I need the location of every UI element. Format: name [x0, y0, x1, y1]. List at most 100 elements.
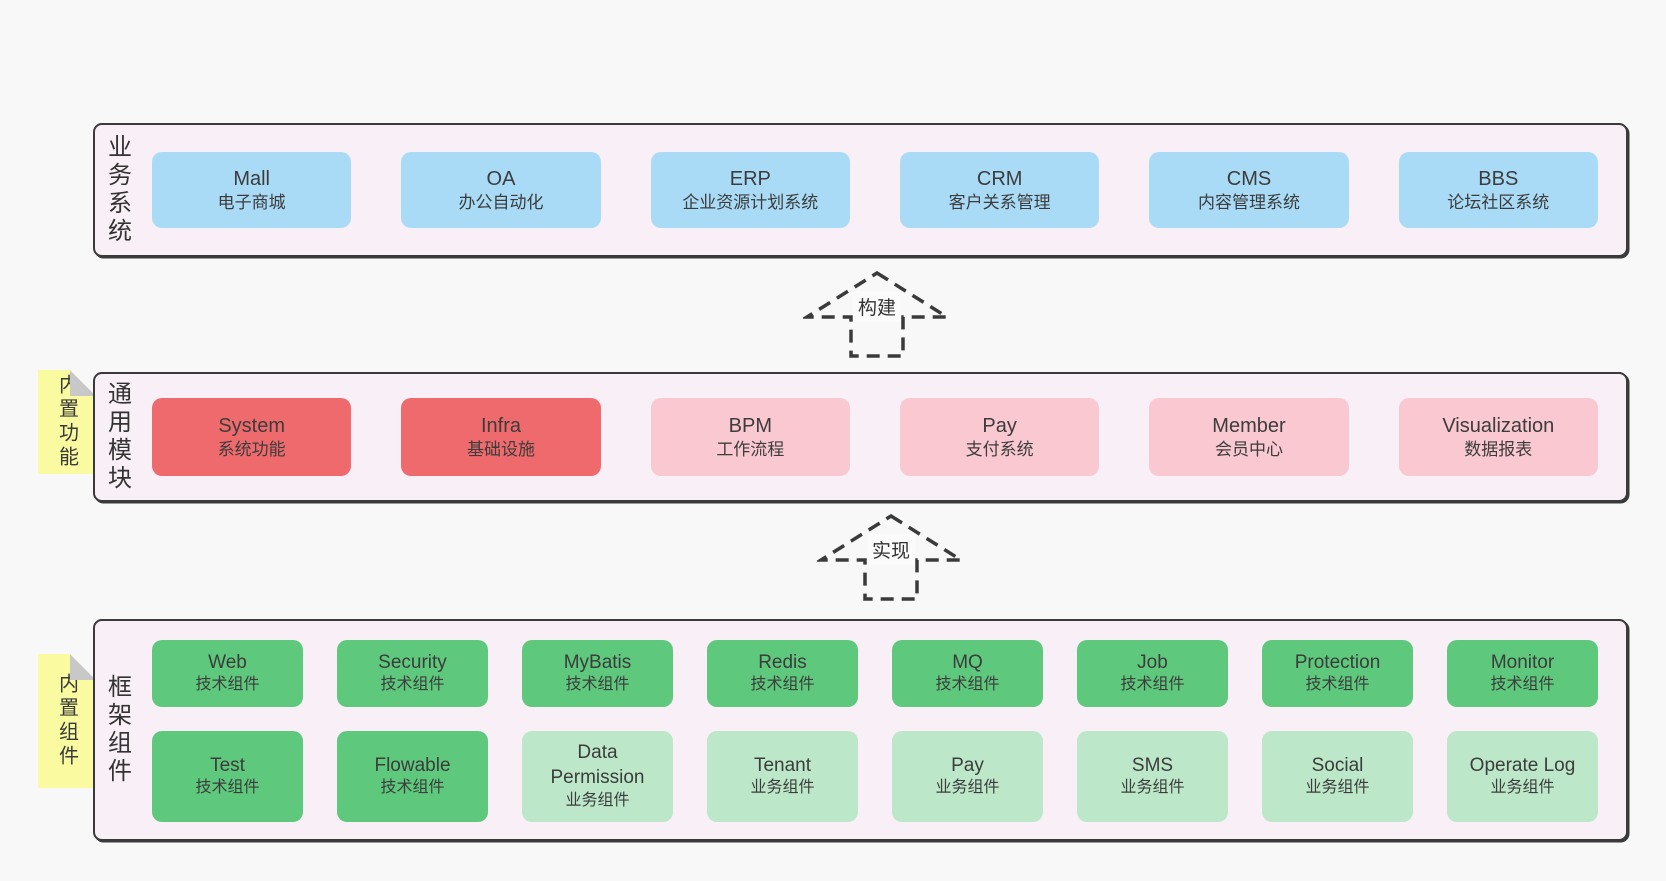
- box-crm: CRM 客户关系管理: [899, 152, 1100, 228]
- box-data-permission-zh: 业务组件: [565, 791, 630, 809]
- box-data-permission-en: Data Permission: [550, 742, 645, 788]
- box-member-en: Member: [1212, 414, 1286, 437]
- box-pay-component-zh: 业务组件: [935, 779, 1000, 797]
- dashed-up-arrow-icon: [803, 271, 951, 358]
- box-monitor-zh: 技术组件: [1490, 676, 1555, 694]
- box-member-zh: 会员中心: [1214, 439, 1283, 459]
- box-infra-zh: 基础设施: [466, 439, 535, 459]
- box-redis-en: Redis: [758, 651, 807, 673]
- box-system-zh: 系统功能: [217, 439, 286, 459]
- box-protection: Protection 技术组件: [1262, 640, 1413, 707]
- box-sms: SMS 业务组件: [1077, 730, 1228, 822]
- business-boxes: Mall 电子商城 OA 办公自动化 ERP 企业资源计划系统 CRM 客户关系…: [139, 125, 1626, 255]
- box-security-en: Security: [378, 651, 447, 673]
- dashed-up-arrow-icon: [817, 514, 965, 601]
- box-redis-zh: 技术组件: [750, 676, 815, 694]
- box-member: Member 会员中心: [1149, 398, 1349, 476]
- sticky-note-built-in-features: 内置功能: [38, 370, 96, 474]
- box-bpm-en: BPM: [728, 414, 772, 437]
- arrow-implement-label: 实现: [866, 534, 916, 565]
- box-flowable-en: Flowable: [374, 754, 451, 776]
- box-cms: CMS 内容管理系统: [1149, 152, 1349, 228]
- box-social-en: Social: [1311, 754, 1364, 776]
- box-web: Web 技术组件: [152, 640, 303, 707]
- box-test: Test 技术组件: [152, 730, 303, 822]
- box-sms-zh: 业务组件: [1120, 779, 1185, 797]
- box-mall-en: Mall: [233, 167, 270, 190]
- box-visualization: Visualization 数据报表: [1398, 398, 1598, 476]
- box-oa-zh: 办公自动化: [458, 192, 544, 212]
- box-tenant-zh: 业务组件: [750, 779, 815, 797]
- box-system: System 系统功能: [152, 398, 352, 476]
- box-test-zh: 技术组件: [195, 779, 260, 797]
- folded-corner-cut: [70, 370, 96, 396]
- box-infra: Infra 基础设施: [401, 398, 601, 476]
- box-bpm-zh: 工作流程: [716, 439, 785, 459]
- sticky-components-text: 内置组件: [55, 673, 78, 769]
- box-bbs-en: BBS: [1478, 167, 1519, 190]
- box-cms-zh: 内容管理系统: [1197, 192, 1300, 212]
- sticky-features-text: 内置功能: [55, 374, 78, 470]
- box-monitor: Monitor 技术组件: [1447, 640, 1598, 707]
- box-operate-log: Operate Log 业务组件: [1447, 730, 1598, 822]
- box-mybatis: MyBatis 技术组件: [522, 640, 673, 707]
- band-business-label: 业务系统: [103, 134, 131, 246]
- box-crm-zh: 客户关系管理: [948, 192, 1051, 212]
- box-visualization-zh: 数据报表: [1464, 439, 1533, 459]
- box-mall: Mall 电子商城: [152, 152, 352, 228]
- box-pay-module-en: Pay: [982, 414, 1017, 437]
- box-sms-en: SMS: [1131, 754, 1174, 776]
- box-oa-en: OA: [486, 167, 516, 190]
- box-monitor-en: Monitor: [1490, 651, 1555, 673]
- box-job-zh: 技术组件: [1120, 676, 1185, 694]
- box-job-en: Job: [1137, 651, 1168, 673]
- box-pay-module-zh: 支付系统: [965, 439, 1034, 459]
- box-redis: Redis 技术组件: [707, 640, 858, 707]
- band-framework-label: 框架组件: [103, 674, 131, 786]
- box-mall-zh: 电子商城: [217, 192, 286, 212]
- box-cms-en: CMS: [1226, 167, 1272, 190]
- folded-corner-cut: [70, 654, 96, 680]
- box-tenant-en: Tenant: [753, 754, 812, 776]
- band-business-systems: 业务系统 Mall 电子商城 OA 办公自动化 ERP 企业资源计划系统 CRM…: [93, 123, 1628, 257]
- box-job: Job 技术组件: [1077, 640, 1228, 707]
- band-common-modules: 通用模块 System 系统功能 Infra 基础设施 BPM 工作流程 Pay…: [93, 372, 1628, 502]
- box-mq-zh: 技术组件: [935, 676, 1000, 694]
- box-crm-en: CRM: [976, 167, 1023, 190]
- box-bbs-zh: 论坛社区系统: [1447, 192, 1550, 212]
- box-erp-en: ERP: [729, 167, 771, 190]
- box-web-zh: 技术组件: [195, 676, 260, 694]
- box-tenant: Tenant 业务组件: [707, 730, 858, 822]
- box-mq: MQ 技术组件: [892, 640, 1043, 707]
- box-security: Security 技术组件: [337, 640, 488, 707]
- box-pay-module: Pay 支付系统: [899, 398, 1100, 476]
- box-pay-component: Pay 业务组件: [892, 730, 1043, 822]
- box-system-en: System: [218, 414, 285, 437]
- box-social: Social 业务组件: [1262, 730, 1413, 822]
- box-mybatis-en: MyBatis: [563, 651, 632, 673]
- framework-boxes: Web 技术组件 Security 技术组件 MyBatis 技术组件 Redi…: [139, 621, 1626, 839]
- box-data-permission: Data Permission 业务组件: [522, 730, 673, 822]
- box-pay-component-en: Pay: [951, 754, 984, 776]
- box-bpm: BPM 工作流程: [650, 398, 850, 476]
- box-security-zh: 技术组件: [380, 676, 445, 694]
- box-flowable-zh: 技术组件: [380, 779, 445, 797]
- box-social-zh: 业务组件: [1305, 779, 1370, 797]
- arrow-up-implement-icon: 实现: [817, 514, 965, 602]
- box-mybatis-zh: 技术组件: [565, 676, 630, 694]
- box-oa: OA 办公自动化: [401, 152, 601, 228]
- box-operate-log-en: Operate Log: [1469, 754, 1576, 776]
- arrow-build-label: 构建: [852, 291, 902, 322]
- box-erp-zh: 企业资源计划系统: [682, 192, 819, 212]
- box-flowable: Flowable 技术组件: [337, 730, 488, 822]
- box-mq-en: MQ: [952, 651, 983, 673]
- sticky-note-built-in-components: 内置组件: [38, 654, 96, 788]
- box-infra-en: Infra: [480, 414, 521, 437]
- box-web-en: Web: [208, 651, 247, 673]
- box-bbs: BBS 论坛社区系统: [1398, 152, 1598, 228]
- box-operate-log-zh: 业务组件: [1490, 779, 1555, 797]
- box-protection-zh: 技术组件: [1305, 676, 1370, 694]
- box-visualization-en: Visualization: [1442, 414, 1555, 437]
- box-erp: ERP 企业资源计划系统: [650, 152, 850, 228]
- arrow-up-build-icon: 构建: [803, 271, 951, 359]
